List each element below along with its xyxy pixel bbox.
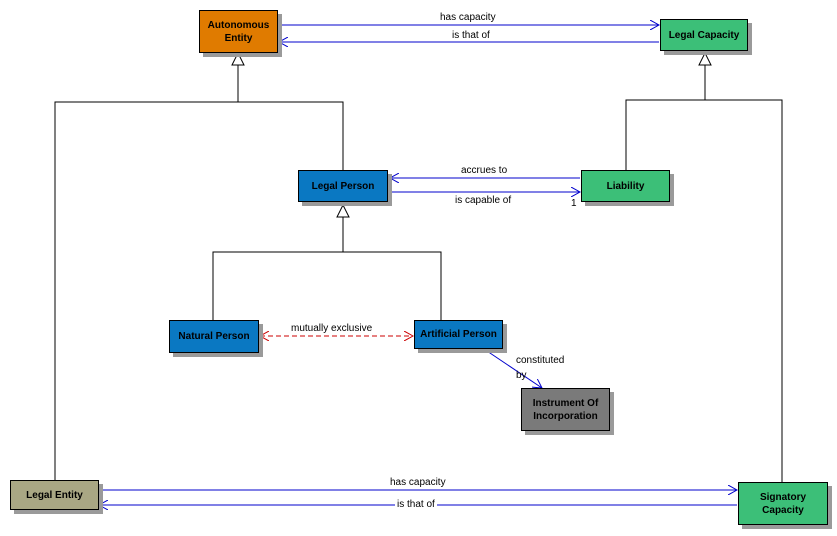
constituted-by-line xyxy=(483,348,542,388)
label-lc-is-that-of: is that of xyxy=(452,30,490,41)
generalization-to-legal-person xyxy=(212,203,442,320)
label-accrues-to: accrues to xyxy=(461,165,508,176)
class-instrument-of-incorporation[interactable]: Instrument Of Incorporation xyxy=(521,388,610,431)
class-signatory-capacity[interactable]: Signatory Capacity xyxy=(738,482,828,525)
class-natural-person[interactable]: Natural Person xyxy=(169,320,259,353)
generalization-to-autonomous-entity xyxy=(54,51,344,480)
class-autonomous-entity[interactable]: Autonomous Entity xyxy=(199,10,278,53)
label-is-capable-of: is capable of xyxy=(455,195,512,206)
class-legal-person[interactable]: Legal Person xyxy=(298,170,388,202)
label-sc-is-that-of: is that of xyxy=(395,499,437,511)
label-mutually-exclusive: mutually exclusive xyxy=(289,323,375,335)
generalization-to-legal-capacity xyxy=(625,51,783,482)
label-constituted-by: constituted by xyxy=(516,355,565,381)
class-liability[interactable]: Liability xyxy=(581,170,670,202)
label-le-has-capacity: has capacity xyxy=(390,477,446,488)
label-multiplicity-one: 1 xyxy=(571,198,577,209)
class-legal-capacity[interactable]: Legal Capacity xyxy=(660,19,748,51)
class-legal-entity[interactable]: Legal Entity xyxy=(10,480,99,510)
label-ae-has-capacity: has capacity xyxy=(440,12,496,23)
class-artificial-person[interactable]: Artificial Person xyxy=(414,320,503,349)
